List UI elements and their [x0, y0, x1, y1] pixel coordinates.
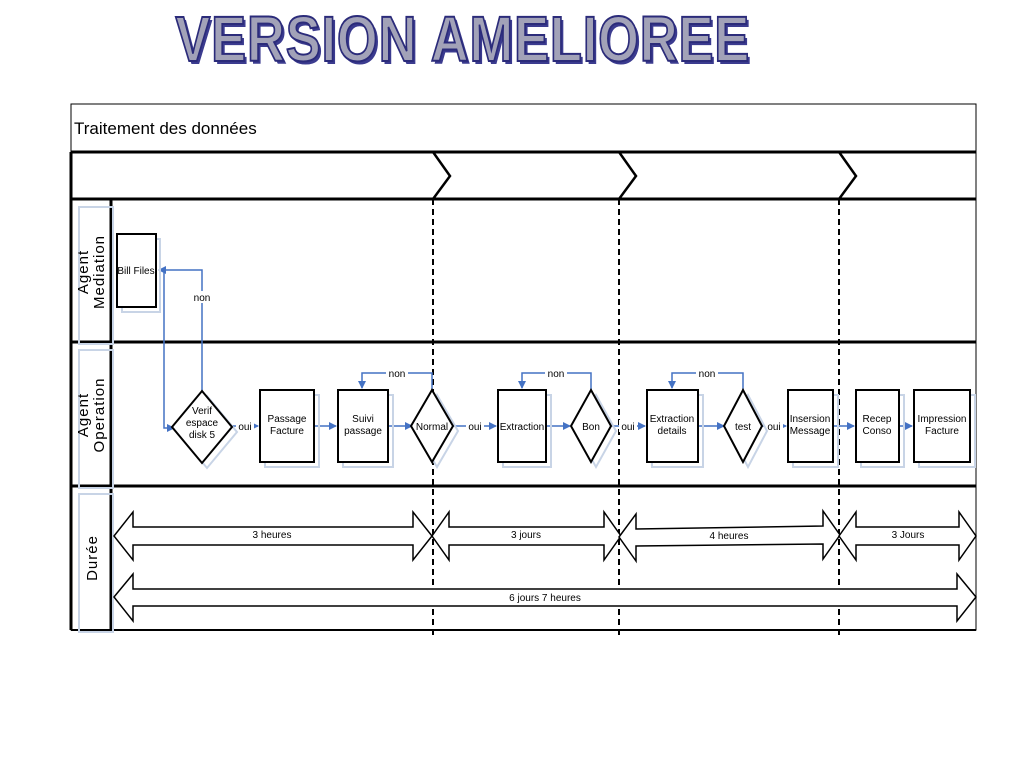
node-test[interactable] [722, 387, 764, 465]
diagram-frame [70, 103, 977, 631]
label-oui: oui [468, 422, 481, 433]
node-extraction-label: Extraction [500, 422, 544, 433]
node-bon-label: Bon [582, 422, 600, 433]
duration-arrow-total [113, 571, 977, 624]
node-extraction-details[interactable] [646, 389, 699, 463]
node-normal-label: Normal [416, 422, 448, 433]
duration-label: 4 heures [710, 531, 749, 542]
duration-labels: 3 heures 3 jours 4 heures 3 Jours 6 jour… [253, 530, 925, 604]
label-non: non [699, 369, 716, 380]
node-recep-conso[interactable] [855, 389, 900, 463]
phase-chevron [617, 151, 638, 200]
phase-header [69, 151, 976, 201]
page-title: VERSION AMELIOREE [175, 2, 751, 76]
duration-arrow [838, 509, 977, 563]
connector-labels: non non non non oui oui oui oui [190, 291, 783, 433]
lane-label-agent-mediation: AgentMediation [75, 235, 108, 309]
duration-label-total: 6 jours 7 heures [509, 593, 581, 604]
phase-chevron [837, 151, 858, 200]
node-test-label: test [735, 422, 751, 433]
label-oui: oui [621, 422, 634, 433]
phase-dividers [432, 199, 840, 636]
lane-label-agent-operation: AgentOperation [75, 378, 108, 453]
node-bill-files-label: Bill Files [117, 266, 154, 277]
node-insersion-message[interactable] [787, 389, 834, 463]
duration-label: 3 Jours [892, 530, 925, 541]
duration-label: 3 heures [253, 530, 292, 541]
label-non: non [194, 293, 211, 304]
lane-label-duree: Durée [84, 535, 101, 581]
node-bon[interactable] [569, 387, 613, 465]
label-non: non [389, 369, 406, 380]
node-verif-espace[interactable] [170, 389, 234, 465]
duration-arrows [113, 508, 977, 624]
label-non: non [548, 369, 565, 380]
diagram-title: Traitement des données [74, 119, 257, 138]
node-passage-facture[interactable] [259, 389, 315, 463]
node-impression-facture[interactable] [913, 389, 971, 463]
node-extraction[interactable] [497, 389, 547, 463]
duration-label: 3 jours [511, 530, 541, 541]
node-normal[interactable] [409, 388, 455, 464]
label-oui: oui [767, 422, 780, 433]
label-oui: oui [238, 422, 251, 433]
phase-chevron [431, 151, 452, 200]
node-suivi-passage[interactable] [337, 389, 389, 463]
node-bill-files[interactable] [116, 233, 157, 308]
